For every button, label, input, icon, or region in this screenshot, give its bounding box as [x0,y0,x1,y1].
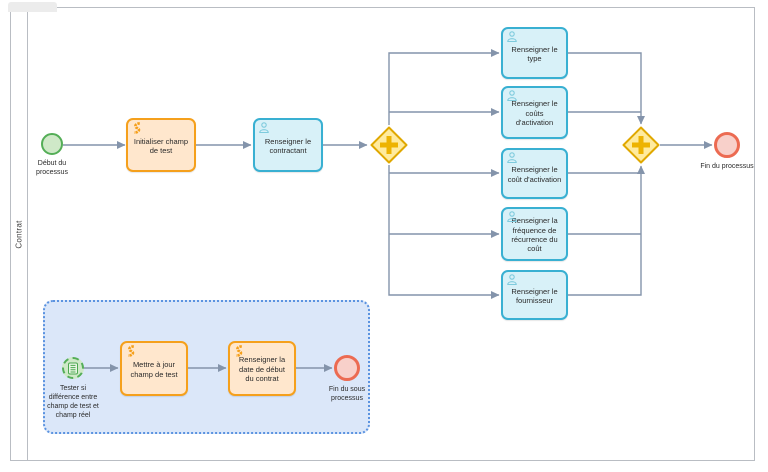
task-label: Mettre à jour champ de test [130,360,178,379]
parallel-gateway-join[interactable] [621,125,661,165]
task-renseigner-la-frequence-recurrence-cout[interactable]: Renseigner la fréquence de récurrence du… [501,207,568,261]
task-label: Renseigner le contractant [264,136,312,155]
user-task-icon [258,122,270,134]
task-label: Renseigner la fréquence de récurrence du… [511,216,558,254]
user-task-icon [506,274,518,286]
task-renseigner-le-fournisseur[interactable]: Renseigner le fournisseur [501,270,568,320]
user-task-icon [506,152,518,164]
parallel-plus-icon [632,136,650,154]
start-event-label: Début du processus [36,160,68,177]
lane-divider [27,7,28,461]
task-label: Renseigner le coût d'activation [507,165,562,184]
task-mettre-a-jour-champ-de-test[interactable]: Mettre à jour champ de test [120,341,188,396]
task-label: Renseigner le type [511,44,558,63]
conditional-start-event[interactable] [62,357,84,379]
task-label: Renseigner la date de début du contrat [238,355,286,384]
conditional-start-event-label: Tester si différence entre champ de test… [47,385,99,420]
subprocess-end-event[interactable] [334,355,360,381]
subprocess-container[interactable] [43,300,370,434]
parallel-gateway-split[interactable] [369,125,409,165]
task-label: Renseigner le coûts d'activation [511,99,558,128]
user-task-icon [506,211,518,223]
condition-list-icon [67,362,79,375]
task-renseigner-date-debut-contrat[interactable]: Renseigner la date de début du contrat [228,341,296,396]
pool-tab [8,2,57,12]
start-event[interactable] [41,133,63,155]
user-task-icon [506,31,518,43]
task-renseigner-le-contractant[interactable]: Renseigner le contractant [253,118,323,172]
parallel-plus-icon [380,136,398,154]
user-task-icon [506,90,518,102]
task-renseigner-le-couts-dactivation[interactable]: Renseigner le coûts d'activation [501,86,568,139]
script-task-icon [125,345,136,357]
end-event[interactable] [714,132,740,158]
pool-contrat[interactable] [10,7,755,461]
task-renseigner-le-cout-dactivation[interactable]: Renseigner le coût d'activation [501,148,568,199]
subprocess-end-event-label: Fin du sous processus [328,386,366,403]
script-task-icon [131,122,142,134]
task-label: Renseigner le fournisseur [511,286,558,305]
script-task-icon [233,345,244,357]
sequence-flow-lines [63,49,713,372]
end-event-label: Fin du processus [700,163,754,170]
task-renseigner-le-type[interactable]: Renseigner le type [501,27,568,79]
task-label: Initialiser champ de test [133,136,189,155]
task-initialiser-champ-de-test[interactable]: Initialiser champ de test [126,118,196,172]
